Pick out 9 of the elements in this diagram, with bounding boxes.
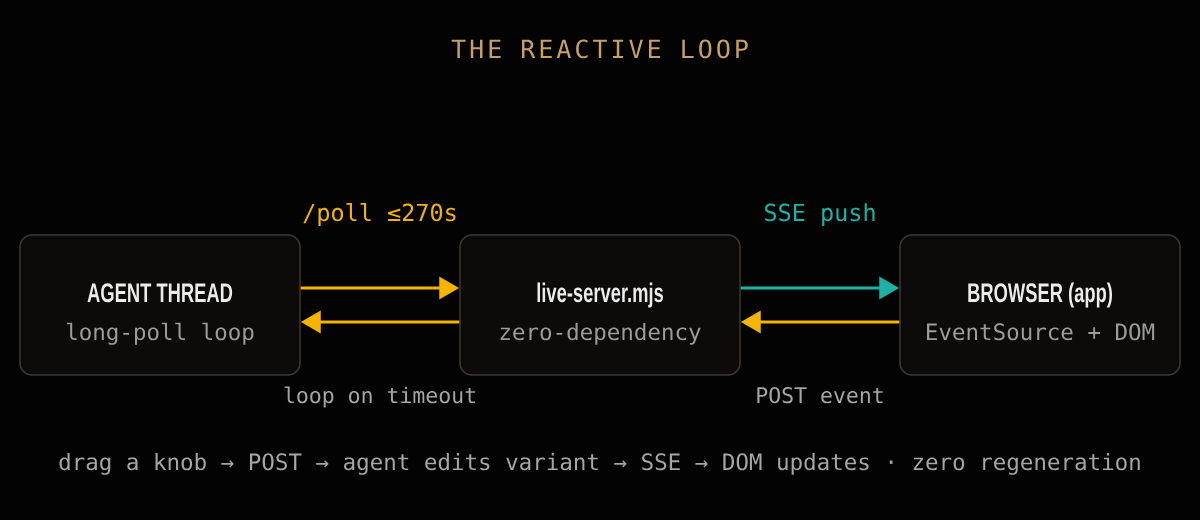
process-box: live-server.mjs zero-dependency [459, 234, 741, 376]
title: THE REACTIVE LOOP [451, 39, 748, 59]
edge-label: SSE push [762, 202, 878, 227]
edge-label: /poll ≤270s [301, 202, 459, 227]
edge-label: loop on timeout [281, 385, 479, 409]
process-box: AGENT THREAD long-poll loop [19, 234, 301, 376]
process-box: BROWSER (app) EventSource + DOM [899, 234, 1181, 376]
footer-note: drag a knob → POST → agent edits variant → SSE → DOM updates · zero regeneration [59, 452, 1140, 475]
edge-label: POST event [754, 386, 886, 405]
